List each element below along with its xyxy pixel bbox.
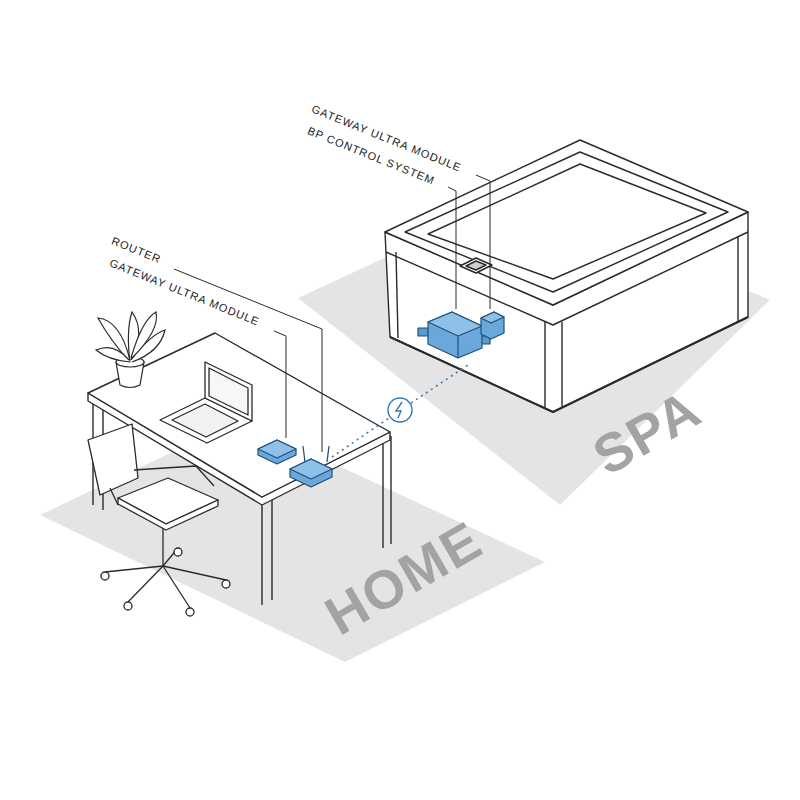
spa-modules bbox=[418, 312, 504, 358]
wireless-link bbox=[332, 365, 468, 457]
chair bbox=[88, 424, 230, 616]
laptop bbox=[160, 362, 252, 443]
spa-tub bbox=[385, 140, 748, 412]
home-devices bbox=[258, 440, 332, 487]
home-floor bbox=[40, 420, 545, 662]
plant bbox=[96, 312, 165, 388]
desk bbox=[88, 333, 391, 605]
